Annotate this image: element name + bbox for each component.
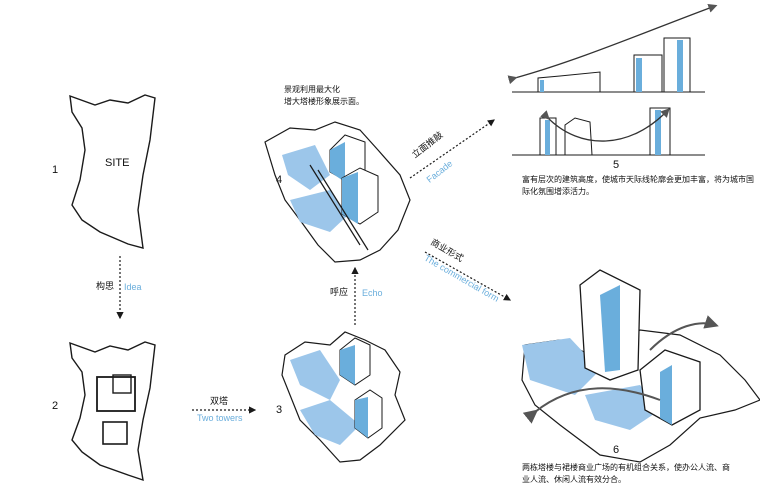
- note-step-5: 富有层次的建筑高度，使城市天际线轮廓会更加丰富，将为城市国际化氛围增添活力。: [522, 175, 754, 196]
- step-number-4: 4: [276, 174, 283, 186]
- two-towers-label-cn: 双塔: [210, 397, 229, 407]
- site-outline-1: [69, 94, 156, 249]
- skyline-sketch-top: [507, 3, 718, 93]
- massing-sketch-4: [264, 121, 411, 263]
- skyline-sketch-bottom: [512, 107, 705, 156]
- step-number-2: 2: [52, 400, 59, 412]
- arrow-facade: [409, 119, 495, 179]
- echo-label-cn: 呼应: [330, 288, 349, 298]
- note-step-6: 两栋塔楼与裙楼商业广场的有机组合关系，使办公人流、商业人流、休闲人流有效分合。: [522, 463, 730, 484]
- massing-sketch-6: [521, 269, 760, 463]
- massing-sketch-3: [281, 331, 406, 463]
- step-number-6: 6: [613, 444, 620, 456]
- idea-label-cn: 构思: [96, 282, 115, 292]
- two-towers-label-en: Two towers: [197, 413, 243, 423]
- site-label: SITE: [105, 157, 130, 169]
- idea-label-en: Idea: [124, 282, 142, 292]
- echo-label-en: Echo: [362, 288, 383, 298]
- arrow-commercial: [424, 251, 512, 301]
- step-number-3: 3: [276, 404, 283, 416]
- step-number-1: 1: [52, 164, 59, 176]
- site-outline-2: [69, 341, 156, 482]
- step-number-5: 5: [613, 159, 620, 171]
- note-step-4: 景观利用最大化 增大塔楼形象展示面。: [284, 85, 364, 106]
